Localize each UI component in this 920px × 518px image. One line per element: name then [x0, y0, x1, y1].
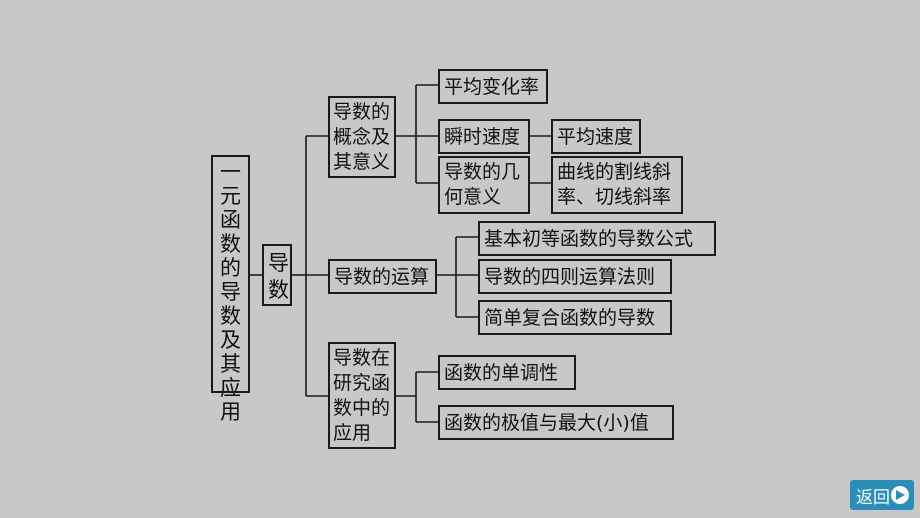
back-button-label: 返回 [856, 487, 890, 508]
b2-item2-label: 导数的四则运算法则 [484, 266, 656, 288]
b1-item1-label: 平均变化率 [444, 76, 540, 98]
b1-item3-child-node: 曲线的割线斜 率、切线斜率 [551, 156, 683, 214]
b1-item3-line1: 导数的几 [444, 161, 521, 183]
root-label: 一元函数的导数及其应用 [220, 160, 241, 424]
branch1-line2: 概念及 [333, 126, 391, 148]
branch1-line1: 导数的 [333, 101, 391, 123]
b1-item2-node: 瞬时速度 [438, 119, 530, 154]
back-arrow-icon [891, 486, 909, 504]
branch2-label: 导数的运算 [334, 266, 430, 288]
branch3-line3: 数中的 [333, 397, 391, 419]
b1-item2-label: 瞬时速度 [444, 126, 521, 148]
back-button[interactable]: 返回 [850, 480, 914, 510]
b2-item3-node: 简单复合函数的导数 [478, 300, 672, 335]
b1-item1-node: 平均变化率 [438, 69, 548, 104]
b1-item3-line2: 何意义 [444, 186, 502, 208]
b1-item3-node: 导数的几 何意义 [438, 156, 530, 214]
b2-item1-node: 基本初等函数的导数公式 [478, 221, 716, 256]
b1-item2-child-node: 平均速度 [551, 119, 641, 154]
branch1-node: 导数的 概念及 其意义 [328, 96, 396, 178]
b2-item2-node: 导数的四则运算法则 [478, 259, 672, 294]
center-label: 导数 [268, 251, 289, 302]
branch3-line1: 导数在 [333, 347, 391, 369]
b1-item3-child-line1: 曲线的割线斜 [557, 161, 672, 183]
b3-item2-label: 函数的极值与最大(小)值 [444, 412, 649, 434]
b3-item1-node: 函数的单调性 [438, 355, 576, 390]
branch1-line3: 其意义 [333, 151, 391, 173]
b1-item3-child-line2: 率、切线斜率 [557, 186, 672, 208]
branch3-node: 导数在 研究函 数中的 应用 [328, 342, 396, 449]
root-node: 一元函数的导数及其应用 [211, 155, 250, 424]
branch3-line4: 应用 [333, 422, 372, 444]
b2-item1-label: 基本初等函数的导数公式 [484, 228, 694, 250]
b3-item1-label: 函数的单调性 [444, 362, 559, 384]
center-node: 导数 [262, 244, 292, 306]
b2-item3-label: 简单复合函数的导数 [484, 307, 656, 329]
b3-item2-node: 函数的极值与最大(小)值 [438, 405, 674, 440]
branch3-line2: 研究函 [333, 372, 391, 394]
b1-item2-child-label: 平均速度 [557, 126, 634, 148]
branch2-node: 导数的运算 [328, 259, 437, 294]
